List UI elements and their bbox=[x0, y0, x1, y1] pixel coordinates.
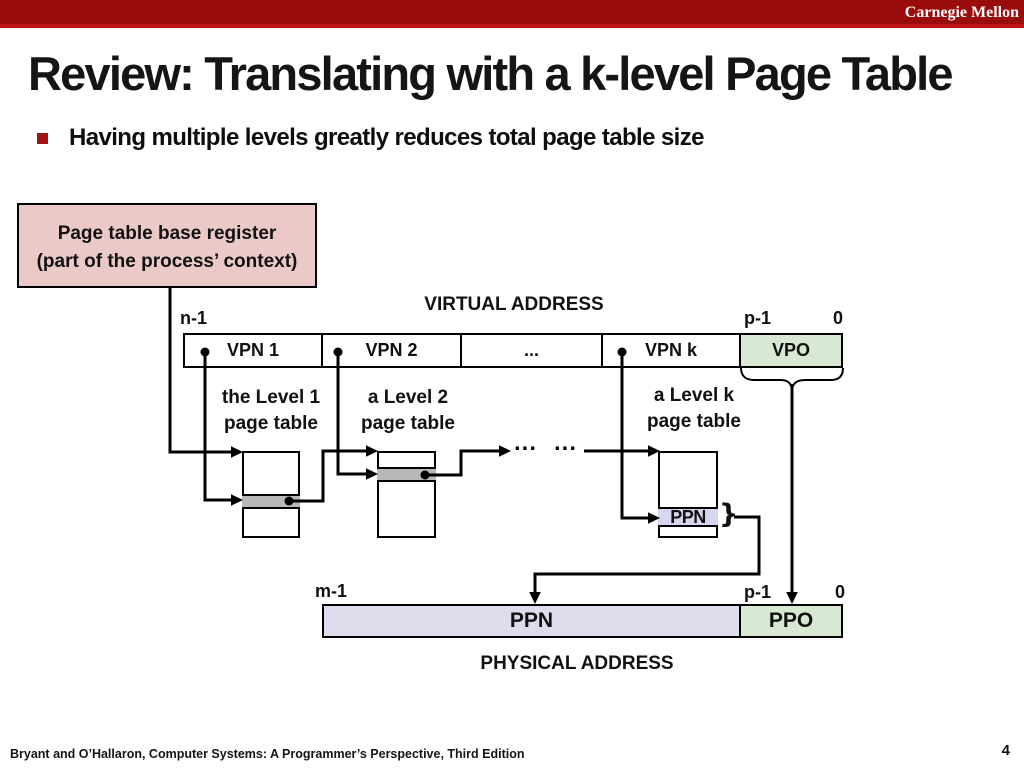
connector-ellipsis-1: ... bbox=[514, 429, 538, 456]
page-number: 4 bbox=[1001, 742, 1010, 759]
level1-table-caption: the Level 1 page table bbox=[221, 387, 321, 434]
va-bit-high-label: n-1 bbox=[180, 308, 207, 328]
slide-title: Review: Translating with a k-level Page … bbox=[28, 47, 954, 100]
va-cell-vpo: VPO bbox=[739, 335, 841, 366]
levelk-ppn-entry: PPN bbox=[658, 507, 718, 527]
ptbr-callout-line1: Page table base register bbox=[57, 223, 277, 244]
pa-bit-low-label: 0 bbox=[835, 582, 846, 602]
level1-selected-entry bbox=[242, 494, 300, 509]
virtual-address-bar: VPN 1 VPN 2 ... VPN k VPO bbox=[183, 333, 843, 368]
va-cell-ellipsis: ... bbox=[460, 335, 601, 366]
footer-citation: Bryant and O’Hallaron, Computer Systems:… bbox=[10, 747, 525, 761]
cmu-wordmark: Carnegie Mellon bbox=[904, 4, 1019, 21]
cmu-banner-accent-line bbox=[0, 24, 1024, 28]
pa-cell-ppo: PPO bbox=[741, 606, 841, 636]
va-bit-low-label: 0 bbox=[833, 308, 844, 328]
bullet-marker bbox=[37, 133, 48, 144]
connector-ellipsis-2: ... bbox=[554, 429, 578, 456]
physical-address-bar: PPN PPO bbox=[322, 604, 843, 638]
pa-cell-ppn: PPN bbox=[324, 606, 741, 636]
level2-table-caption: a Level 2 page table bbox=[361, 387, 455, 434]
va-cell-vpn1: VPN 1 bbox=[226, 340, 280, 360]
physical-address-heading: PHYSICAL ADDRESS bbox=[480, 653, 674, 674]
bullet-text: Having multiple levels greatly reduces t… bbox=[69, 124, 705, 151]
pa-bit-p-label: p-1 bbox=[744, 582, 771, 602]
va-cell-vpn2: VPN 2 bbox=[321, 335, 460, 366]
va-cell-vpnk: VPN k bbox=[601, 335, 739, 366]
levelk-table-caption: a Level k page table bbox=[647, 385, 741, 432]
ptbr-callout: Page table base register (part of the pr… bbox=[17, 203, 317, 288]
virtual-address-heading: VIRTUAL ADDRESS bbox=[424, 294, 604, 315]
va-bit-p-label: p-1 bbox=[744, 308, 771, 328]
pa-bit-high-label: m-1 bbox=[315, 581, 348, 601]
ptbr-callout-line2: (part of the process’ context) bbox=[36, 251, 298, 272]
ppn-entry-brace: } bbox=[719, 499, 739, 530]
level2-selected-entry bbox=[377, 467, 436, 482]
level2-page-table bbox=[377, 451, 436, 538]
cmu-banner bbox=[0, 0, 1024, 24]
